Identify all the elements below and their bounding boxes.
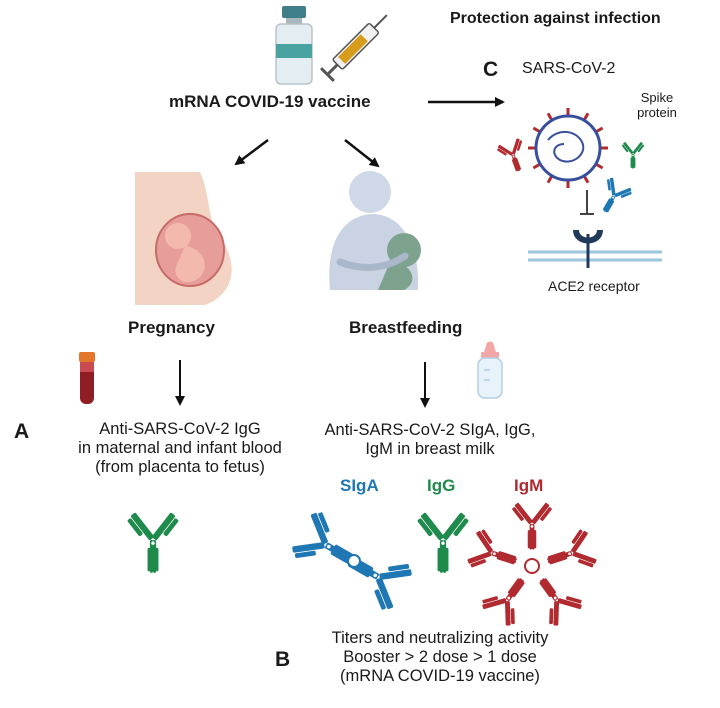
breastfeeding-illustration — [329, 171, 421, 290]
igg-antibody-panel-a-icon — [124, 510, 182, 573]
syringe-icon — [320, 14, 388, 82]
igm-label: IgM — [514, 476, 544, 495]
panel-a-letter: A — [14, 420, 30, 443]
spike-label-line2: protein — [637, 104, 677, 120]
arrow-to-pregnancy — [234, 139, 269, 166]
vaccine-vial-icon — [275, 6, 313, 85]
siga-label: SIgA — [340, 476, 379, 495]
panel-c-letter: C — [483, 58, 499, 81]
vaccine-label: mRNA COVID-19 vaccine — [169, 92, 371, 111]
spike-label-line1: Spike — [640, 90, 674, 105]
antibody-near-virus-blue — [591, 174, 636, 220]
panel-b-letter: B — [275, 648, 291, 671]
pregnancy-label: Pregnancy — [128, 318, 215, 337]
igg-label: IgG — [427, 476, 456, 495]
spike-protein-label: Spike protein — [622, 90, 692, 121]
panel-a-line1: Anti-SARS-CoV-2 IgG — [99, 420, 261, 438]
antibody-near-virus-red — [494, 135, 533, 176]
siga-antibody-icon — [285, 505, 419, 617]
panel-b-text: Titers and neutralizing activity Booster… — [300, 629, 580, 686]
milk-line1: Anti-SARS-CoV-2 SIgA, IgG, — [324, 421, 536, 439]
breastfeeding-label: Breastfeeding — [349, 318, 463, 337]
antibody-near-virus-green — [620, 141, 646, 169]
panel-a-line2: in maternal and infant blood — [78, 438, 282, 457]
panel-a-text: Anti-SARS-CoV-2 IgG in maternal and infa… — [20, 420, 340, 477]
igm-antibody-icon — [463, 501, 601, 632]
receptor-label: ACE2 receptor — [548, 278, 640, 294]
virus-label: SARS-CoV-2 — [522, 60, 616, 77]
panel-b-line1: Titers and neutralizing activity — [331, 629, 549, 647]
milk-antibody-text: Anti-SARS-CoV-2 SIgA, IgG, IgM in breast… — [300, 421, 560, 459]
pregnancy-illustration — [135, 172, 232, 305]
ace2-receptor-icon — [528, 229, 662, 268]
virus-stem — [580, 190, 594, 215]
protection-title: Protection against infection — [450, 10, 661, 27]
virus-icon — [528, 108, 608, 188]
arrow-to-breastfeeding — [344, 139, 380, 168]
igg-antibody-milk-icon — [414, 510, 472, 573]
milk-line2: IgM in breast milk — [365, 439, 495, 458]
baby-bottle-icon — [477, 341, 503, 399]
panel-b-line3: (mRNA COVID-19 vaccine) — [340, 666, 540, 685]
panel-b-line2: Booster > 2 dose > 1 dose — [343, 647, 537, 666]
panel-a-line3: (from placenta to fetus) — [95, 457, 265, 476]
blood-tube-icon — [79, 352, 95, 404]
